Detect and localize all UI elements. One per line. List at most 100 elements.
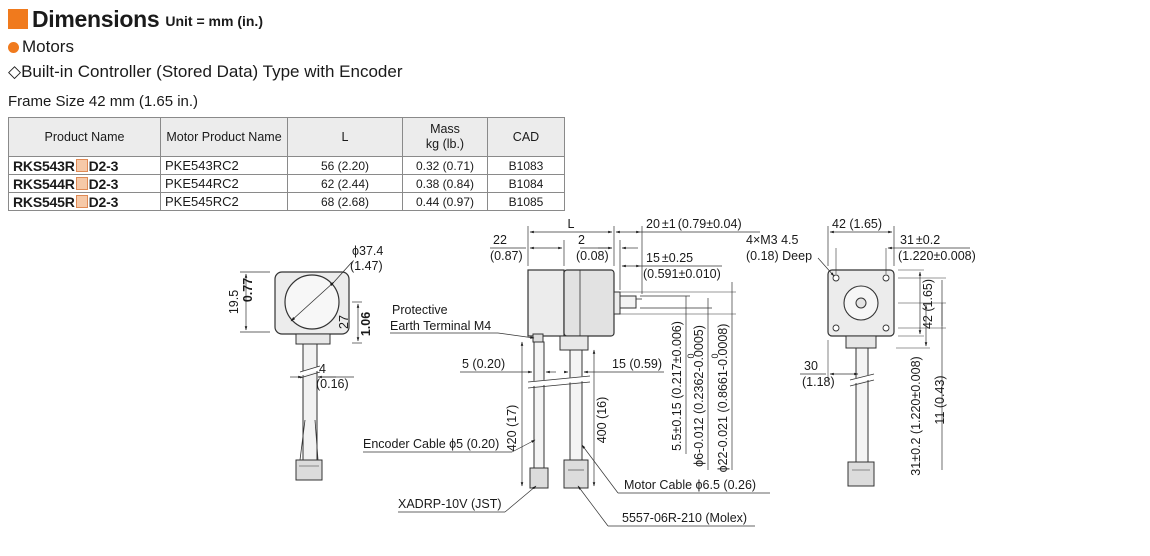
rear-connector: [295, 459, 323, 481]
side-dim-15a-in-tol: ±0.010: [678, 267, 716, 281]
header-mass-line1: Mass: [430, 122, 460, 136]
header-cad: CAD: [487, 117, 565, 157]
side-dim-15b-in: 0.59: [634, 357, 658, 371]
side-dim-420-in: 17: [505, 409, 519, 423]
rear-dim-27-in: 1.06: [359, 312, 373, 336]
header-product-name: Product Name: [8, 117, 161, 157]
front-view: 42 (1.65) 31±0.2 (1.220±0.008) 4×M3 4.5 …: [746, 217, 976, 487]
front-dim-11: 11 (0.43): [933, 375, 947, 424]
side-encoder-body: [527, 269, 565, 337]
orange-square-icon: [8, 9, 28, 29]
side-encoder-cable: [533, 341, 545, 469]
l-cell: 62 (2.44): [287, 174, 403, 193]
side-dim-15b: 15 (0.59): [612, 357, 662, 371]
side-dim-22: 22: [493, 233, 507, 247]
side-dim-15a-in: (0.591±0.010): [643, 267, 721, 281]
mass-cell: 0.44 (0.97): [402, 192, 488, 211]
side-dim-20-in: 0.79: [682, 217, 706, 231]
placeholder-box-icon: [75, 194, 88, 208]
rear-dim-19-5-in: 0.77: [241, 278, 255, 302]
front-dim-42a: 42 (1.65): [832, 217, 882, 231]
shaft-flat-tol: ±0.15: [670, 402, 684, 433]
side-dim-l: L: [568, 217, 575, 231]
front-dim-11-in: 0.43: [933, 380, 947, 404]
cad-cell: B1085: [487, 192, 565, 211]
pilot-in: 0.8661: [716, 370, 730, 408]
side-dim-420: 420 (17): [505, 405, 519, 452]
product-name-cell: RKS545R D2-3: [8, 192, 161, 211]
tap-dim-in: (0.18) Deep: [746, 249, 812, 263]
encoder-cable-in: 0.20: [471, 437, 495, 451]
pilot-in-tol: -0.0008: [716, 328, 730, 370]
product-name-suffix: D2-3: [88, 175, 119, 192]
encoder-cable-text: Encoder Cable ϕ5: [363, 437, 463, 451]
section-title: Motors: [22, 37, 74, 56]
product-name-suffix: D2-3: [88, 193, 119, 210]
unit-label: Unit = mm (in.): [165, 13, 263, 29]
connector-2-label: 5557-06R-210 (Molex): [622, 511, 747, 525]
side-shaft: [619, 295, 637, 309]
front-dim-11-value: 11: [933, 412, 947, 425]
front-cable: [855, 347, 869, 465]
side-motor-cable: [569, 349, 583, 461]
shaft-flat-in-tol: ±0.006: [670, 325, 684, 363]
rear-dim-27: 27: [337, 315, 351, 329]
page-title: Dimensions: [32, 6, 160, 32]
side-dim-5: 5 (0.20): [462, 357, 505, 371]
side-dim-5-value: 5: [462, 357, 469, 371]
front-dim-31a-in-value: 1.220: [902, 249, 933, 263]
side-dim-5-in: 0.20: [477, 357, 501, 371]
rear-cable: [302, 343, 318, 475]
shaft-flat-value: 5.5: [670, 433, 684, 450]
side-earth-terminal: [532, 333, 544, 343]
front-dim-30-in-value: 1.18: [806, 375, 830, 389]
connector-1-label: XADRP-10V (JST): [398, 497, 502, 511]
side-dim-20-in-tol: ±0.04: [706, 217, 737, 231]
side-dim-20-value: 20: [646, 217, 660, 231]
l-cell: 68 (2.68): [287, 192, 403, 211]
tap-deep: Deep: [782, 249, 812, 263]
rear-dim-phi-in-value: 1.47: [354, 259, 378, 273]
motor-product-cell: PKE543RC2: [160, 156, 288, 175]
front-dim-31a-value: 31: [900, 233, 914, 247]
side-dim-15a-value: 15: [646, 251, 660, 265]
section-heading: Motors: [8, 37, 74, 57]
side-dim-2-in: (0.08): [576, 249, 609, 263]
shaft-in: 0.2362: [692, 372, 706, 410]
rear-dim-19-5: 19.5: [227, 290, 241, 314]
shaft-zero-tol: 0: [686, 353, 696, 358]
side-view: L 20±1(0.79±0.04) 22 (0.87) 2 (0.08) 15±…: [363, 217, 770, 527]
side-motor-body: [563, 269, 615, 337]
shaft-phi: ϕ6: [692, 453, 706, 467]
protective-earth-label-2: Earth Terminal M4: [390, 319, 491, 333]
side-dim-15a-tol: ±0.25: [662, 251, 693, 265]
subsection-title: ◇Built-in Controller (Stored Data) Type …: [8, 62, 403, 81]
side-dim-15a: 15±0.25: [646, 251, 693, 265]
rear-dim-phi-37-4: ϕ37.4: [352, 244, 383, 258]
shaft-in-tol: -0.0005: [692, 329, 706, 371]
product-name-suffix: D2-3: [88, 157, 119, 174]
product-name-prefix: RKS545R: [13, 193, 75, 210]
front-shaft: [855, 297, 867, 309]
front-dim-31b-in: 1.220: [909, 399, 923, 430]
side-dim-22-in-value: 0.87: [494, 249, 518, 263]
front-connector: [847, 461, 875, 487]
encoder-cable-label: Encoder Cable ϕ5 (0.20): [363, 437, 499, 451]
front-dim-30: 30: [804, 359, 818, 373]
side-dim-20: 20±1(0.79±0.04): [646, 217, 742, 231]
protective-earth-label-1: Protective: [392, 303, 448, 317]
product-name-prefix: RKS544R: [13, 175, 75, 192]
rear-view: 19.5 0.77 27 1.06 ϕ37.4 (1.47) 4 (0.16): [227, 244, 383, 481]
tap-dim: 4×M3 4.5: [746, 233, 799, 247]
front-dim-31a-in-tol: ±0.008: [933, 249, 971, 263]
front-dim-31b-value: 31: [909, 462, 923, 476]
tap-in-value: 0.18: [750, 249, 774, 263]
side-dim-20-tol: ±1: [662, 217, 676, 231]
front-dim-31a: 31±0.2: [900, 233, 940, 247]
